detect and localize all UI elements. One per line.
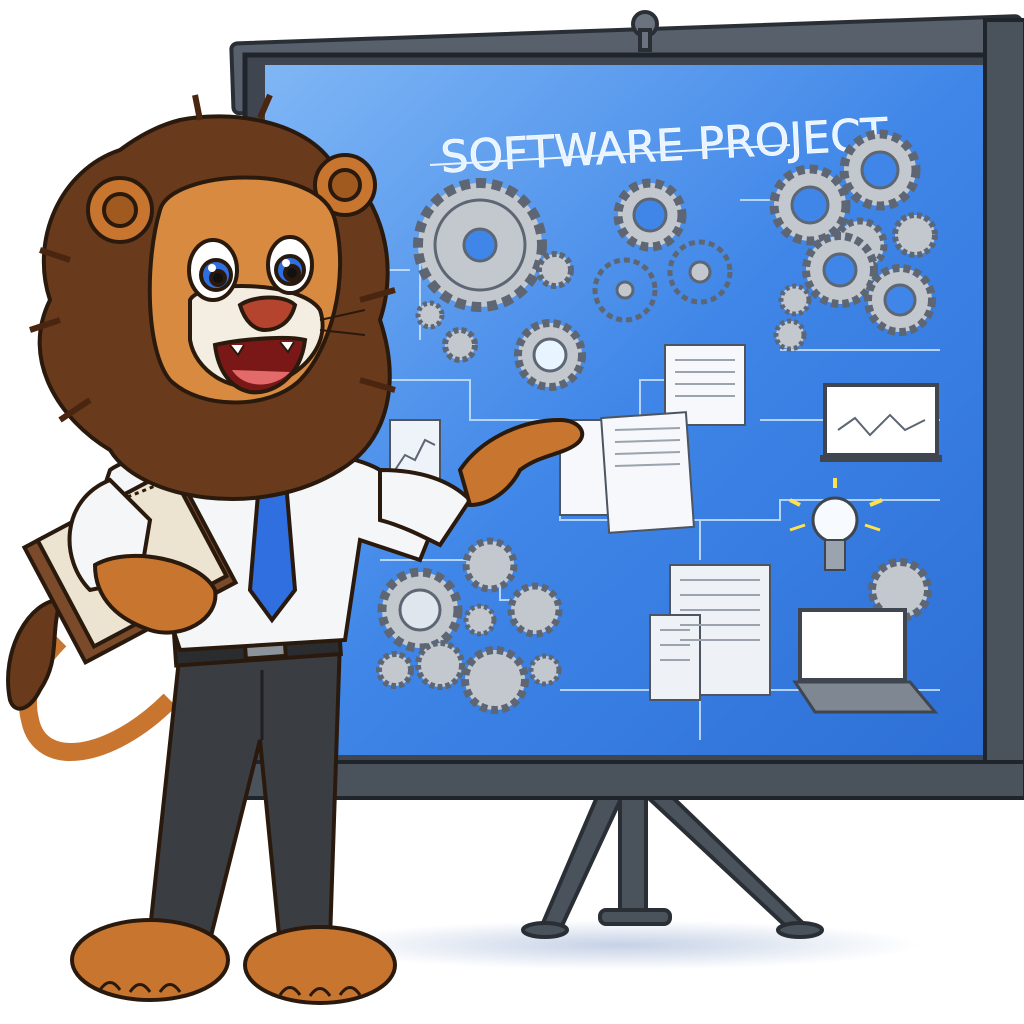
document-icon (559, 344, 746, 534)
lion-left-hand (92, 553, 218, 635)
laptop-icon (820, 383, 942, 462)
lion-pants (147, 637, 343, 948)
lion-right-foot (243, 925, 397, 1005)
lion-presenting-hand (457, 417, 585, 508)
laptop-icon-2 (792, 608, 939, 714)
lion-left-foot (70, 918, 230, 1002)
server-icon (649, 564, 771, 701)
lightbulb-icon (789, 478, 883, 571)
gear-cluster-icon (376, 129, 938, 714)
projector-stand (521, 788, 824, 939)
lion-nose (237, 295, 298, 333)
ground-shadow (320, 920, 920, 970)
lion-extended-arm (378, 467, 473, 548)
lion-tail-tuft (6, 597, 63, 711)
lion-mascot (6, 93, 585, 1005)
title-underline (429, 144, 791, 166)
